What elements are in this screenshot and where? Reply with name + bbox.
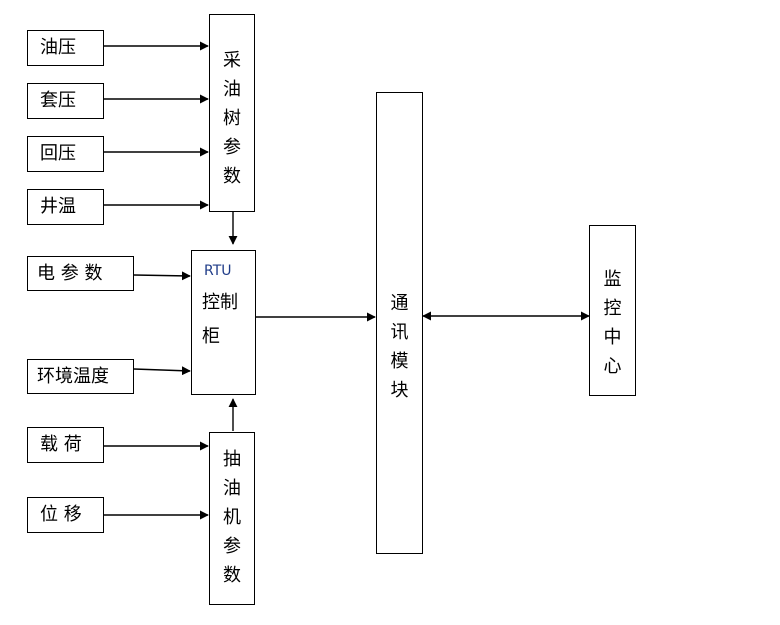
- back-pressure-box: 回压: [27, 136, 104, 172]
- load-box: 载 荷: [27, 427, 104, 463]
- tree-char-5: 数: [223, 166, 241, 187]
- electrical-params-label: 电 参 数: [37, 263, 103, 284]
- pump-char-3: 机: [223, 507, 241, 528]
- well-temp-label: 井温: [40, 196, 76, 217]
- back-pressure-label: 回压: [40, 143, 76, 164]
- christmas-tree-params-label: 采 油 树 参 数: [210, 46, 254, 191]
- pumping-unit-params-box: 抽 油 机 参 数: [209, 432, 255, 605]
- casing-pressure-box: 套压: [27, 83, 104, 119]
- rtu-line2-label: 柜: [202, 326, 220, 347]
- oil-pressure-label: 油压: [40, 37, 76, 58]
- communication-module-label: 通 讯 模 块: [377, 289, 422, 405]
- ambient-temp-box: 环境温度: [27, 359, 134, 394]
- tree-char-3: 树: [223, 108, 241, 129]
- monitoring-center-box: 监 控 中 心: [589, 225, 636, 396]
- comm-char-1: 通: [390, 293, 409, 314]
- oil-pressure-box: 油压: [27, 30, 104, 66]
- comm-char-3: 模: [390, 351, 409, 372]
- pump-char-2: 油: [223, 478, 241, 499]
- casing-pressure-label: 套压: [40, 90, 76, 111]
- pump-char-4: 参: [223, 536, 241, 557]
- christmas-tree-params-box: 采 油 树 参 数: [209, 14, 255, 212]
- arrow-ambient-temp-to-rtu: [133, 366, 191, 376]
- well-temp-box: 井温: [27, 189, 104, 225]
- load-label: 载 荷: [40, 434, 82, 455]
- monitor-char-4: 心: [603, 356, 622, 377]
- tree-char-4: 参: [223, 137, 241, 158]
- comm-char-2: 讯: [390, 322, 409, 343]
- displacement-label: 位 移: [40, 504, 82, 525]
- pump-char-5: 数: [223, 565, 241, 586]
- monitoring-center-label: 监 控 中 心: [590, 265, 635, 381]
- pump-char-1: 抽: [223, 449, 241, 470]
- monitor-char-2: 控: [603, 298, 622, 319]
- tree-char-1: 采: [223, 50, 241, 71]
- monitor-char-1: 监: [603, 269, 622, 290]
- tree-char-2: 油: [223, 79, 241, 100]
- ambient-temp-label: 环境温度: [37, 366, 109, 387]
- communication-module-box: 通 讯 模 块: [376, 92, 423, 554]
- comm-char-4: 块: [390, 380, 409, 401]
- rtu-control-cabinet-box: RTU 控制 柜: [191, 250, 256, 395]
- displacement-box: 位 移: [27, 497, 104, 533]
- rtu-prefix-label: RTU: [204, 263, 232, 279]
- electrical-params-box: 电 参 数: [27, 256, 134, 291]
- pumping-unit-params-label: 抽 油 机 参 数: [210, 445, 254, 590]
- arrow-electrical-to-rtu: [133, 271, 191, 281]
- monitor-char-3: 中: [603, 327, 622, 348]
- rtu-line1-label: 控制: [202, 292, 238, 313]
